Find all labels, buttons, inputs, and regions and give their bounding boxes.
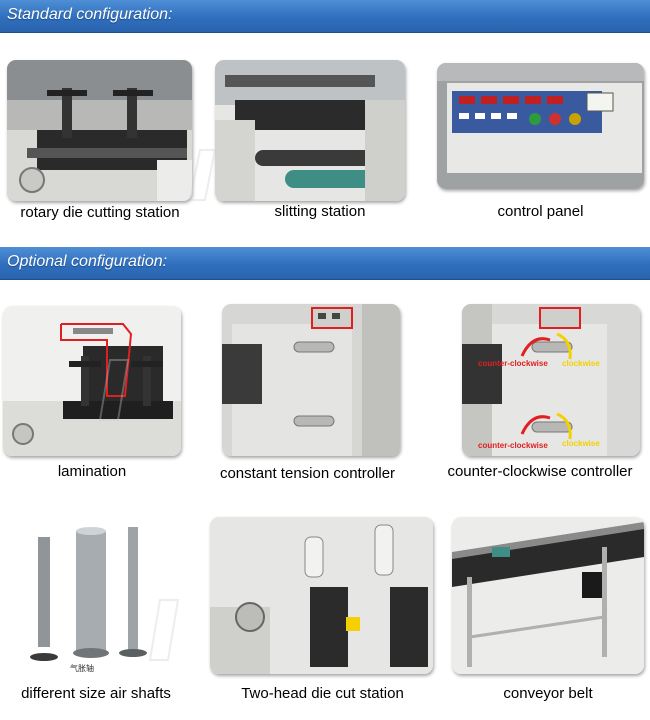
conveyor-belt-photo (452, 517, 644, 674)
caption-constant-tension-controller: constant tension controller (219, 465, 396, 482)
label-clockwise-top: clockwise (562, 359, 600, 368)
standard-configuration-title: Standard configuration: (7, 6, 173, 23)
optional-configuration-header: Optional configuration: (0, 247, 650, 280)
caption-conveyor-belt: conveyor belt (503, 685, 593, 702)
control-panel-photo (437, 63, 644, 189)
caption-lamination: lamination (57, 463, 127, 480)
two-head-die-cut-station-photo (210, 517, 433, 674)
air-shafts-photo: 气胀轴 (0, 517, 195, 674)
caption-two-head-die-cut-station: Two-head die cut station (241, 685, 404, 702)
constant-tension-controller-photo (222, 304, 400, 456)
caption-counter-clockwise-controller: counter-clockwise controller (447, 463, 633, 480)
label-counter-clockwise-top: counter-clockwise (478, 359, 548, 368)
rotary-die-cutting-station-photo (7, 60, 192, 201)
air-shaft-chinese-label: 气胀轴 (70, 663, 94, 673)
caption-slitting-station: slitting station (274, 203, 366, 220)
caption-rotary-die-cutting-station: rotary die cutting station (20, 204, 180, 221)
label-counter-clockwise-bottom: counter-clockwise (478, 441, 548, 450)
lamination-photo (3, 306, 181, 456)
slitting-station-photo (215, 60, 405, 201)
caption-control-panel: control panel (497, 203, 584, 220)
standard-configuration-header: Standard configuration: (0, 0, 650, 33)
optional-configuration-title: Optional configuration: (7, 253, 168, 270)
counter-clockwise-controller-photo: counter-clockwise clockwise counter-cloc… (462, 304, 640, 456)
caption-air-shafts: different size air shafts (21, 685, 171, 702)
label-clockwise-bottom: clockwise (562, 439, 600, 448)
